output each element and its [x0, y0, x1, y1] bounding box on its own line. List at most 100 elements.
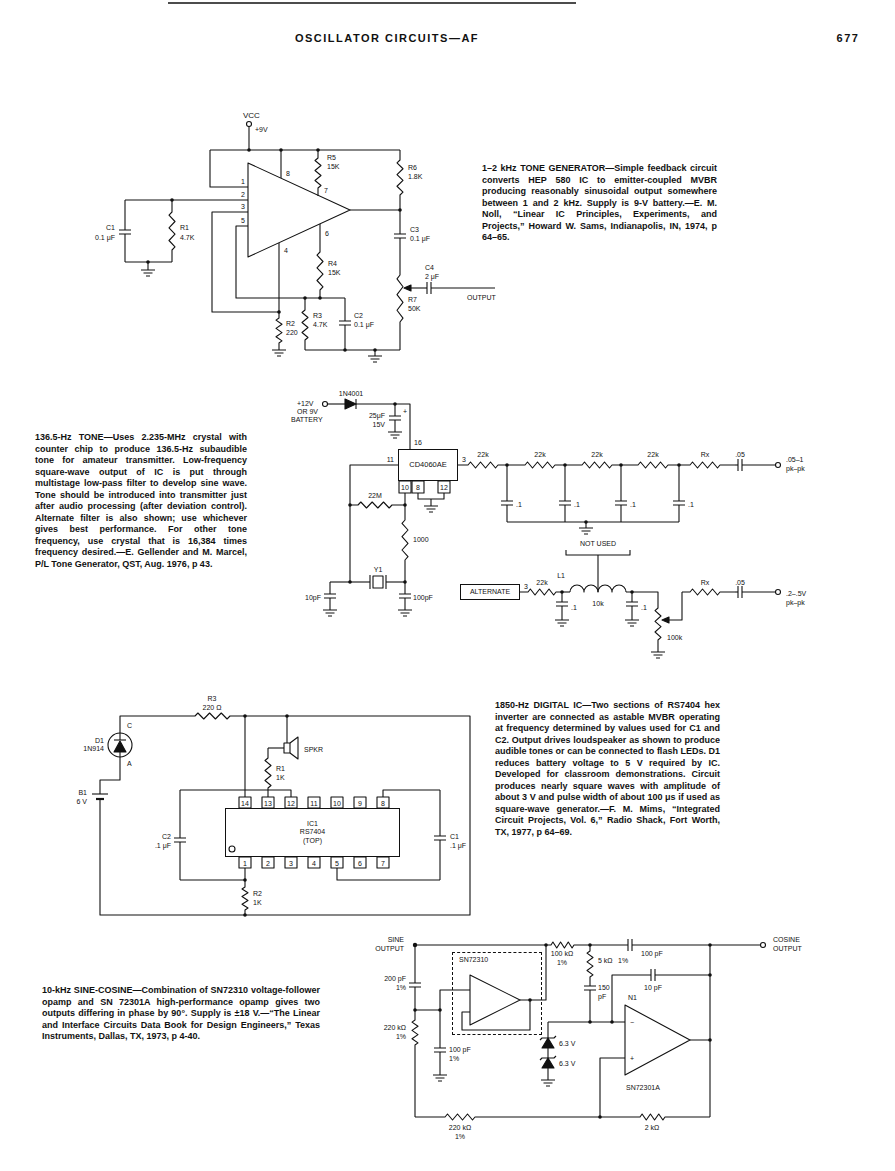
circuit-label: − — [629, 1019, 635, 1026]
circuit-label: 15V — [372, 421, 386, 428]
circuit-label: 100 pF — [448, 1046, 472, 1053]
pin-box — [377, 797, 389, 808]
circuit-label: 11 — [386, 456, 395, 463]
terminal — [776, 463, 781, 468]
circuit-label: OR 9V — [296, 408, 319, 415]
circuit-label: .1 μF — [449, 842, 467, 849]
wire — [612, 975, 651, 1022]
capacitor-symbol — [673, 501, 685, 505]
figure-caption: 136.5-Hz TONE—Uses 2.235-MHz crystal wit… — [35, 432, 247, 570]
wire — [278, 243, 279, 312]
ic-body: IC1RS7404(TOP) — [225, 808, 400, 857]
circuit-label: 9 — [357, 800, 363, 807]
circuit-label: 10 — [400, 484, 410, 491]
terminal — [247, 122, 252, 127]
wire — [344, 325, 345, 350]
pin-box — [354, 797, 366, 808]
circuit-label: N1 — [627, 994, 638, 1001]
circuit-label: R6 — [407, 164, 418, 171]
circuit-label: R4 — [327, 260, 338, 267]
junction-dot — [318, 296, 322, 300]
pin-box — [239, 857, 251, 868]
node-text: (TOP) — [302, 837, 323, 845]
circuit-label: .1 — [573, 501, 581, 508]
capacitor-symbol — [389, 416, 401, 420]
circuit-label: 22k — [476, 451, 489, 458]
circuit-label: 6.3 V — [558, 1040, 576, 1047]
resistor-symbol — [655, 600, 661, 652]
circuit-label: 100k — [666, 634, 683, 641]
wire — [394, 404, 395, 416]
ground-symbol — [398, 610, 412, 616]
junction-dot — [247, 148, 251, 152]
circuit-label: 2 — [265, 860, 271, 867]
wire — [212, 212, 279, 312]
circuit-label: 0.1 μF — [94, 234, 116, 241]
resistor-symbol — [546, 942, 590, 948]
circuit-label: 220 Ω — [202, 704, 223, 711]
circuit-label: 2 kΩ — [644, 1124, 661, 1131]
wire — [399, 238, 400, 268]
circuit-label: 0.1 μF — [409, 235, 431, 242]
circuit-label: 200 pF — [383, 975, 407, 982]
circuit-label: 22k — [535, 579, 548, 586]
wire — [383, 790, 440, 797]
circuit-label: Y1 — [373, 566, 384, 573]
circuit-label: C1 — [105, 224, 116, 231]
circuit-label: 15K — [326, 163, 340, 170]
wire — [337, 868, 440, 880]
dashed-box: SN72310 — [452, 952, 542, 1035]
wire — [439, 1010, 440, 1048]
capacitor-symbol — [626, 602, 638, 606]
wire — [179, 790, 180, 838]
circuit-label: 10k — [591, 600, 604, 607]
circuit-label: 1% — [395, 984, 407, 991]
pin-box — [399, 481, 411, 493]
ground-symbol — [388, 432, 402, 438]
resistor-symbol — [507, 462, 565, 468]
circuit-label: 6.3 V — [558, 1060, 576, 1067]
circuit-label: 2 — [240, 191, 246, 198]
wire — [329, 598, 330, 610]
ground-symbol — [579, 528, 593, 534]
wire — [561, 592, 562, 602]
wire — [124, 200, 125, 230]
wire — [620, 505, 621, 522]
capacitor-symbol — [409, 983, 421, 987]
circuit-label: NOT USED — [579, 540, 617, 547]
pin-box — [438, 481, 450, 493]
circuit-label: + — [402, 408, 408, 415]
ground-symbol — [541, 1080, 555, 1086]
wire — [415, 944, 546, 945]
wire — [564, 505, 565, 522]
wire — [328, 403, 346, 404]
junction-dot — [243, 913, 247, 917]
wire — [124, 234, 125, 262]
wire — [620, 465, 621, 501]
circuit-label: 1% — [395, 1033, 407, 1040]
circuit-label: 13 — [263, 800, 273, 807]
wire — [179, 842, 180, 880]
wire — [439, 1052, 440, 1075]
wire — [418, 493, 444, 499]
wire — [100, 752, 120, 794]
ground-symbol — [625, 620, 639, 626]
ground-symbol — [368, 356, 382, 362]
circuit-label: .1 — [629, 501, 637, 508]
circuit-label: 22k — [646, 451, 659, 458]
junction-dot — [348, 503, 352, 507]
wire — [350, 581, 370, 582]
circuit-label: 100 kΩ — [550, 950, 574, 957]
circuit-label: C2 — [161, 833, 172, 840]
wire — [248, 127, 249, 151]
circuit-label: R1 — [179, 224, 190, 231]
capacitor-symbol — [434, 836, 446, 840]
circuit-label: BATTERY — [290, 416, 324, 423]
resistor-symbol — [169, 200, 175, 262]
circuit-label: 15K — [327, 269, 341, 276]
circuit-label: C4 — [424, 264, 435, 271]
circuit-label: Rx — [700, 579, 711, 586]
capacitor-symbol — [434, 1048, 446, 1052]
battery-symbol — [92, 793, 108, 794]
wire — [742, 591, 776, 592]
